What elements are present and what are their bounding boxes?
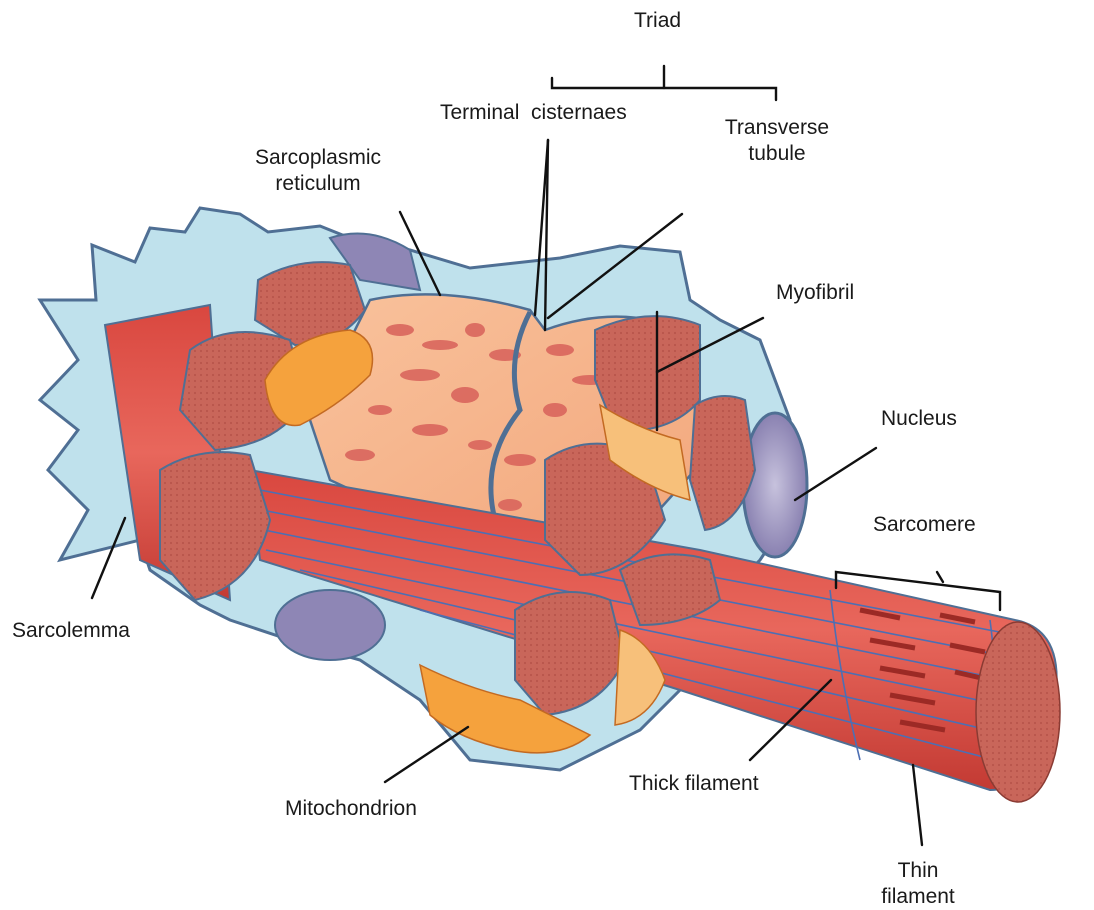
label-sarcoplasmic-reticulum-line1: Sarcoplasmic [243,145,393,171]
label-sarcolemma: Sarcolemma [12,618,130,644]
label-sarcoplasmic-reticulum-line2: reticulum [243,171,393,197]
label-thin-filament: Thin filament [868,858,968,910]
label-transverse-tubule-line2: tubule [714,141,840,167]
label-triad: Triad [634,8,681,34]
label-thin-filament-line1: Thin [868,858,968,884]
nucleus-shape [743,413,807,557]
label-transverse-tubule: Transverse tubule [714,115,840,167]
myofibril-end-cap [976,622,1060,802]
label-thick-filament: Thick filament [629,771,759,797]
label-transverse-tubule-line1: Transverse [714,115,840,141]
label-sarcoplasmic-reticulum: Sarcoplasmic reticulum [243,145,393,197]
label-sarcomere: Sarcomere [873,512,976,538]
label-mitochondrion: Mitochondrion [285,796,417,822]
label-myofibril: Myofibril [776,280,854,306]
label-terminal-cisternae: Terminal cisternaes [440,100,627,126]
label-nucleus: Nucleus [881,406,957,432]
nucleus-bottom-shape [275,590,385,660]
label-thin-filament-line2: filament [868,884,968,910]
